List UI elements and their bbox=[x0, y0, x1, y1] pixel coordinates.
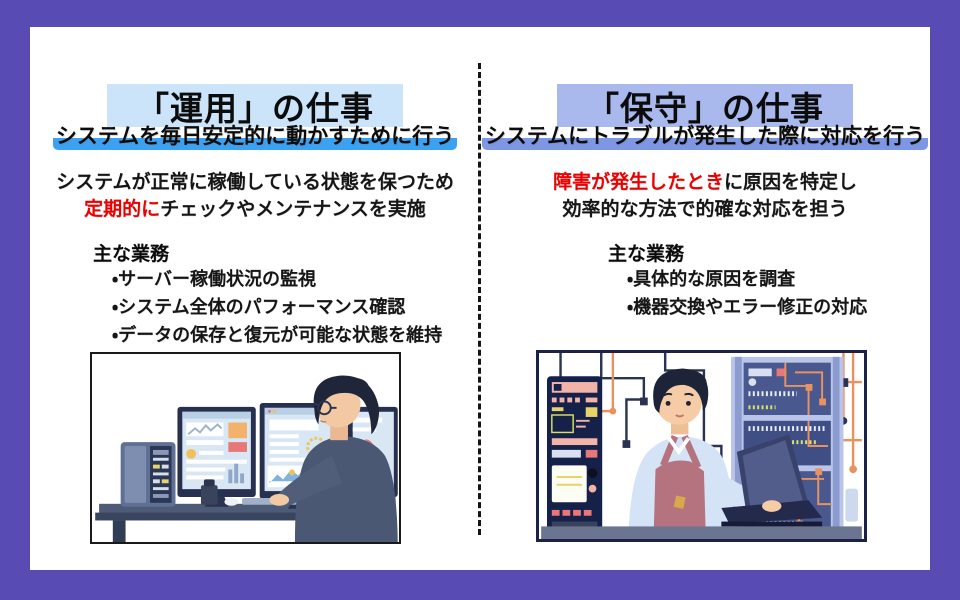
maintenance-subtitle-text: システムにトラブルが発生した際に対応を行う bbox=[481, 125, 929, 150]
operations-desc-line2-rest: チェックやメンテナンスを実施 bbox=[160, 199, 426, 220]
worker-operator bbox=[269, 375, 398, 542]
operations-title: 「運用」の仕事 bbox=[107, 84, 403, 128]
monitoring-scene bbox=[93, 354, 398, 542]
task-item: ・機器交換やエラー修正の対応 bbox=[627, 297, 868, 317]
worker-maintenance bbox=[628, 368, 778, 539]
pc-tower bbox=[120, 442, 176, 507]
hand bbox=[269, 494, 290, 506]
maintenance-task-list: ・具体的な原因を調査・機器交換やエラー修正の対応 bbox=[627, 265, 867, 321]
task-item: ・データの保存と復元が可能な状態を維持 bbox=[112, 325, 443, 345]
operations-subtitle: システムを毎日安定的に動かすために行う bbox=[30, 120, 480, 150]
mouse bbox=[224, 497, 239, 506]
mug bbox=[200, 479, 218, 505]
operations-column: 「運用」の仕事 システムを毎日安定的に動かすために行う システムが正常に稼働して… bbox=[30, 27, 480, 570]
hair bbox=[313, 375, 380, 435]
maintenance-title: 「保守」の仕事 bbox=[557, 84, 853, 128]
maintenance-illustration bbox=[536, 350, 867, 542]
maintenance-column: 「保守」の仕事 システムにトラブルが発生した際に対応を行う 障害が発生したときに… bbox=[480, 27, 930, 570]
task-item: ・具体的な原因を調査 bbox=[627, 269, 796, 289]
maintenance-subtitle: システムにトラブルが発生した際に対応を行う bbox=[480, 120, 930, 150]
server-repair-scene bbox=[541, 353, 862, 539]
hair bbox=[653, 368, 709, 414]
rack-circuit-traces bbox=[784, 362, 832, 524]
operations-desc-line1: システムが正常に稼働している状態を保つため bbox=[56, 172, 454, 193]
hand bbox=[762, 500, 782, 512]
maintenance-tasks-heading: 主な業務 bbox=[608, 244, 685, 265]
operations-subtitle-text: システムを毎日安定的に動かすために行う bbox=[52, 125, 458, 150]
monitor-left bbox=[177, 406, 256, 507]
operations-description: システムが正常に稼働している状態を保つため 定期的にチェックやメンテナンスを実施 bbox=[40, 169, 470, 223]
operations-task-list: ・サーバー稼働状況の監視・システム全体のパフォーマンス確認・データの保存と復元が… bbox=[112, 265, 442, 349]
glasses bbox=[313, 400, 337, 416]
bar-chart-glyph bbox=[228, 463, 245, 484]
laptop bbox=[721, 434, 823, 527]
operations-illustration bbox=[90, 352, 401, 544]
task-item: ・システム全体のパフォーマンス確認 bbox=[112, 297, 406, 317]
maintenance-desc-line2: 効率的な方法で的確な対応を担う bbox=[562, 199, 848, 220]
maintenance-desc-line1-rest: に原因を特定し bbox=[724, 172, 858, 193]
maintenance-desc-highlight: 障害が発生したとき bbox=[552, 172, 724, 193]
maintenance-description: 障害が発生したときに原因を特定し 効率的な方法で的確な対応を担う bbox=[490, 169, 920, 223]
counter bbox=[541, 526, 862, 539]
control-rack-left bbox=[546, 376, 603, 534]
collar bbox=[667, 437, 690, 456]
arm bbox=[271, 455, 342, 508]
content-area: 「運用」の仕事 システムを毎日安定的に動かすために行う システムが正常に稼働して… bbox=[30, 27, 930, 570]
operations-tasks-heading: 主な業務 bbox=[93, 244, 170, 265]
task-item: ・サーバー稼働状況の監視 bbox=[112, 269, 316, 289]
face bbox=[662, 392, 694, 418]
column-divider bbox=[478, 63, 481, 535]
operations-desc-highlight: 定期的に bbox=[84, 199, 161, 220]
mouth bbox=[319, 419, 327, 423]
